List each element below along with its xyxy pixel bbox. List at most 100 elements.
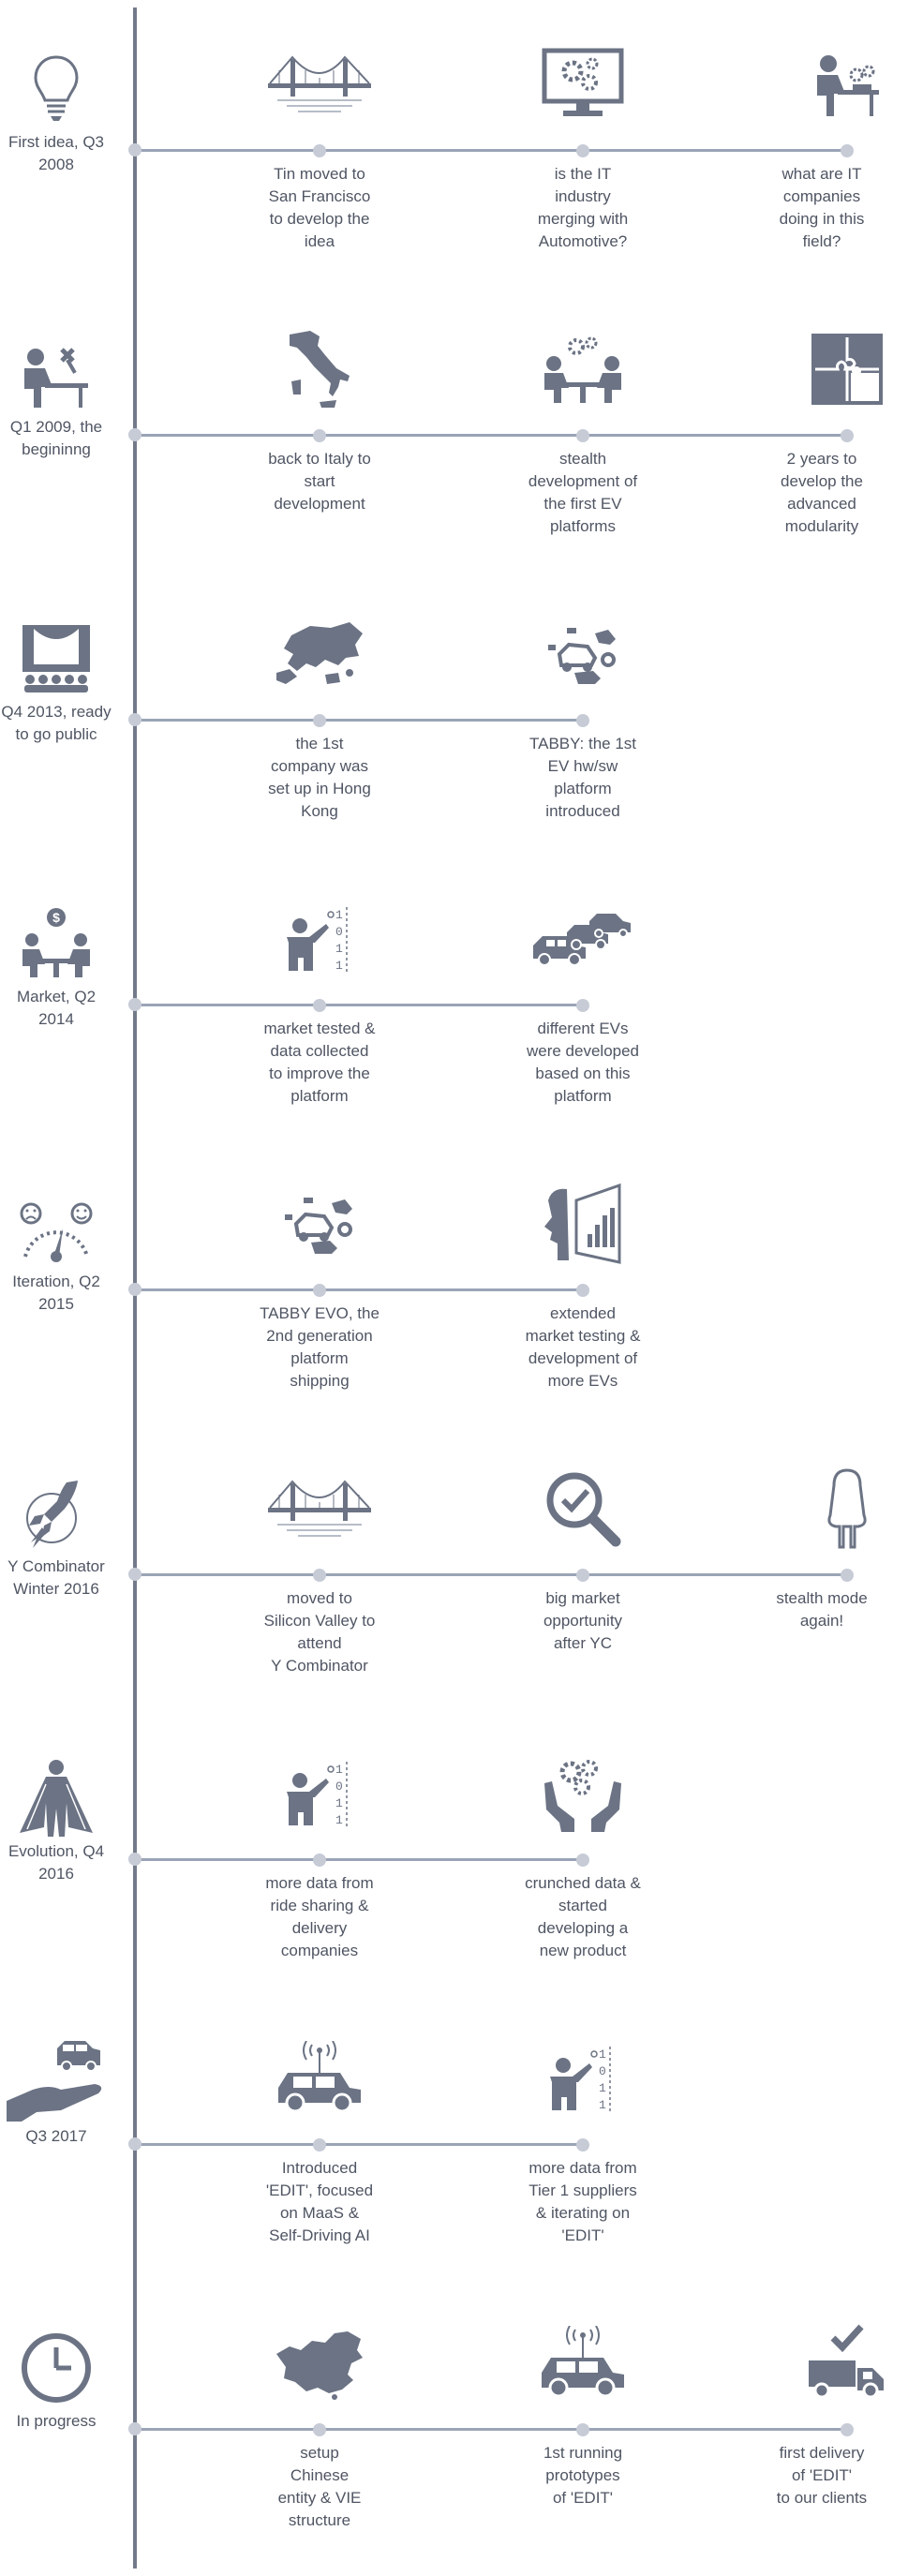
milestone-label-line: Winter 2016 <box>13 1580 99 1598</box>
milestone-label-line: In progress <box>16 2412 97 2430</box>
event-description-line: & iterating on <box>535 2204 631 2222</box>
event-description-line: different EVs <box>537 1020 629 1037</box>
event-description-line: prototypes <box>545 2466 620 2484</box>
milestone-label-line: Market, Q2 <box>16 988 97 1005</box>
clock-icon <box>0 2326 112 2410</box>
svg-text:1: 1 <box>335 1813 343 1827</box>
event-dot <box>313 144 326 157</box>
event-description-line: setup <box>300 2444 339 2462</box>
event-description-line: development of <box>528 472 638 490</box>
event-dot <box>841 144 854 157</box>
event-dot <box>313 2423 326 2436</box>
event-description-line: after YC <box>553 1634 613 1652</box>
event-description-line: data collected <box>270 1042 369 1060</box>
event-description-line: Chinese <box>290 2466 350 2484</box>
delivery-truck-check-icon <box>796 2316 899 2410</box>
event-description-line: 'EDIT', focused <box>265 2181 374 2199</box>
event-dot <box>313 714 326 727</box>
timeline-connector <box>135 434 847 437</box>
hand-car-icon <box>0 2041 112 2125</box>
connected-car-icon <box>268 2032 371 2125</box>
event-description-line: based on this <box>535 1065 631 1082</box>
satisfaction-gauge-icon <box>0 1186 112 1271</box>
event-description-line: were developed <box>526 1042 640 1060</box>
event-dot <box>576 2423 589 2436</box>
milestone-dot <box>128 713 141 726</box>
event-description-line: of 'EDIT' <box>552 2489 614 2507</box>
milestone-label-line: 2015 <box>38 1295 74 1313</box>
event-description-line: Tin moved to <box>274 165 365 183</box>
event-dot <box>576 999 589 1012</box>
timeline-connector <box>135 1004 583 1006</box>
svg-text:0: 0 <box>335 925 343 939</box>
event-description-line: again! <box>799 1612 844 1630</box>
event-description-line: stealth mode <box>776 1589 868 1607</box>
milestone-label-line: First idea, Q3 <box>7 133 105 151</box>
event-description-line: back to Italy to <box>268 450 371 468</box>
event-description-line: EV hw/sw <box>547 757 618 775</box>
event-description: market tested & data collected to improve … <box>240 1018 399 1108</box>
event-description-line: market tested & <box>263 1020 376 1037</box>
car-parts-icon <box>531 607 634 701</box>
event-description-line: on MaaS & <box>279 2204 360 2222</box>
event-description-line: more data from <box>265 1874 374 1892</box>
rocket-icon <box>0 1471 112 1556</box>
timeline-connector <box>135 2428 847 2431</box>
milestone-label-line: Evolution, Q4 <box>7 1842 105 1860</box>
event-description-line: 1st running <box>543 2444 623 2462</box>
event-description-line: of 'EDIT' <box>791 2466 853 2484</box>
person-desk-gears-icon <box>796 37 899 131</box>
event-description-line: Kong <box>301 802 338 820</box>
svg-text:1: 1 <box>335 1796 343 1810</box>
timeline-connector <box>135 719 583 722</box>
event-description-line: to improve the <box>269 1065 370 1082</box>
event-description-line: advanced <box>787 495 856 513</box>
event-description: different EVs were developed based on this… <box>503 1018 662 1108</box>
event-description-line: platform <box>554 1087 612 1105</box>
ghost-icon <box>796 1462 899 1556</box>
event-description-line: platforms <box>550 517 616 535</box>
event-dot <box>313 2138 326 2152</box>
event-description-line: extended <box>550 1304 616 1322</box>
superhero-icon <box>0 1756 112 1840</box>
event-description-line: structure <box>288 2511 351 2529</box>
timeline-connector <box>135 1573 847 1576</box>
event-description-line: developing a <box>537 1919 629 1937</box>
event-description-line: big market <box>545 1589 620 1607</box>
event-description-line: introduced <box>545 802 620 820</box>
milestone-label: In progress <box>0 2410 112 2433</box>
event-description-line: Y Combinator <box>271 1657 368 1675</box>
milestone-label-line: Q1 2009, the <box>9 418 103 436</box>
event-description-line: Automotive? <box>538 232 628 250</box>
svg-text:1: 1 <box>335 959 343 973</box>
milestone-label-line: Y Combinator <box>7 1557 105 1575</box>
event-description-line: shipping <box>290 1372 350 1390</box>
event-dot <box>313 1284 326 1297</box>
event-dot <box>313 999 326 1012</box>
event-description-line: San Francisco <box>268 187 371 205</box>
milestone-label-line: Iteration, Q2 <box>12 1273 100 1290</box>
event-description-line: opportunity <box>543 1612 623 1630</box>
cars-icon <box>531 892 634 986</box>
milestone-label-line: to go public <box>15 725 97 743</box>
timeline-connector <box>135 1288 583 1291</box>
event-description-line: modularity <box>784 517 859 535</box>
magnifier-check-icon <box>531 1462 634 1556</box>
svg-text:1: 1 <box>599 2047 606 2062</box>
event-description-line: delivery <box>291 1919 348 1937</box>
event-dot <box>313 429 326 442</box>
lightbulb-icon <box>0 47 112 131</box>
milestone-label-line: Q4 2013, ready <box>1 703 112 721</box>
event-description-line: stealth <box>558 450 607 468</box>
